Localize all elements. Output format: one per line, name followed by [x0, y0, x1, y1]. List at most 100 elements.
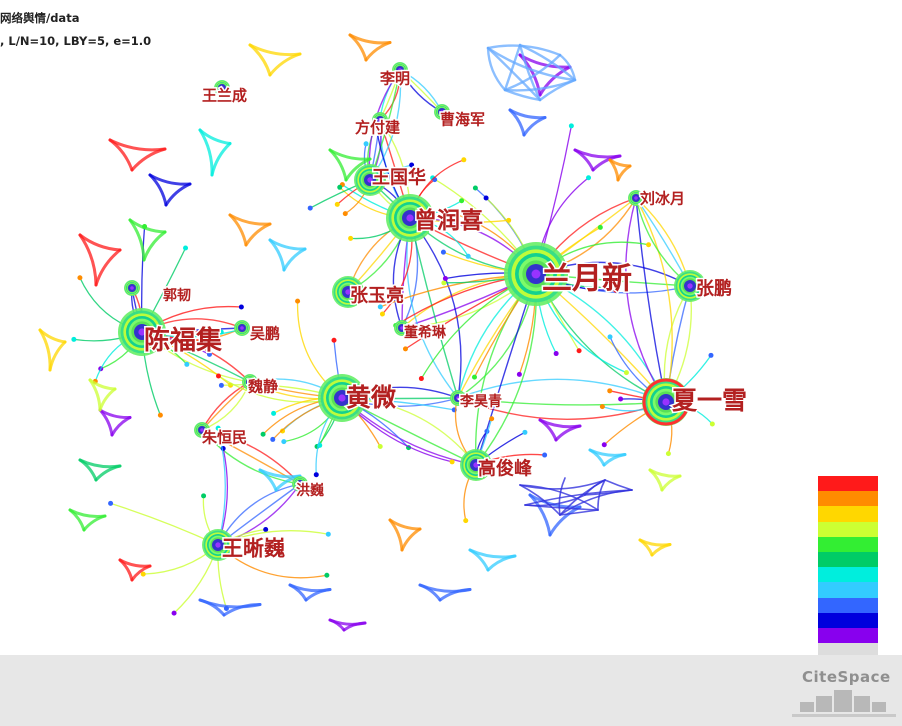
minor-node [218, 382, 224, 388]
coauthor-link [406, 217, 459, 399]
legend-swatch [818, 521, 878, 537]
coauthor-link [588, 448, 606, 467]
author-label[interactable]: 陈福集 [143, 324, 225, 358]
minor-node [447, 209, 453, 215]
coauthor-link [524, 494, 586, 507]
node-core-inner [440, 110, 444, 114]
coauthor-link [78, 233, 98, 287]
minor-node [576, 348, 582, 354]
coauthor-link [248, 43, 272, 77]
author-label[interactable]: 张玉亮 [349, 283, 406, 308]
coauthor-link [503, 53, 562, 92]
minor-node [171, 610, 177, 616]
node-core-inner [138, 328, 146, 336]
author-label[interactable]: 王国华 [371, 165, 428, 190]
author-label[interactable]: 刘冰月 [639, 188, 687, 209]
author-label[interactable]: 方付建 [354, 117, 403, 138]
coauthor-link [110, 416, 132, 437]
author-label[interactable]: 曾润喜 [413, 206, 485, 236]
coauthor-link [409, 217, 462, 399]
coauthor-link [328, 618, 346, 632]
author-label[interactable]: 朱恒民 [201, 427, 249, 448]
coauthor-link [604, 479, 633, 491]
coauthor-link [648, 468, 664, 492]
coauthor-link [68, 508, 86, 532]
minor-node [206, 351, 212, 357]
coauthor-link [288, 583, 308, 602]
node-core-inner [240, 326, 244, 330]
coauthor-link [486, 554, 517, 572]
coauthor-link [210, 142, 232, 177]
minor-node [607, 388, 613, 394]
minor-node [184, 361, 190, 367]
minor-node [418, 376, 424, 382]
coauthor-link [584, 489, 633, 496]
coauthor-link [616, 164, 632, 182]
author-label[interactable]: 洪巍 [295, 480, 326, 500]
minor-node [709, 421, 715, 427]
minor-node [646, 242, 652, 248]
coauthor-link [625, 197, 667, 403]
legend-swatch [818, 643, 878, 659]
minor-node [506, 217, 512, 223]
author-label[interactable]: 王晰巍 [221, 535, 287, 562]
minor-node [586, 175, 592, 181]
node-core-inner [130, 286, 134, 290]
minor-node [459, 198, 465, 204]
minor-node [568, 123, 574, 129]
coauthor-link [201, 429, 301, 485]
minor-node [281, 439, 287, 445]
coauthor-link [244, 222, 272, 247]
node-core-inner [378, 118, 382, 122]
coauthor-link [602, 453, 627, 467]
minor-node [607, 334, 613, 340]
minor-node [238, 304, 244, 310]
minor-node [463, 518, 469, 524]
coauthor-link [635, 197, 667, 403]
author-label[interactable]: 夏一雪 [671, 384, 749, 416]
minor-node [708, 352, 714, 358]
minor-node [331, 337, 337, 343]
coauthor-link [457, 397, 667, 406]
author-label[interactable]: 张鹏 [695, 276, 734, 301]
author-label[interactable]: 董希琳 [403, 322, 449, 342]
author-label[interactable]: 王兰成 [201, 85, 249, 106]
minor-node [377, 304, 383, 310]
minor-node [553, 351, 559, 357]
legend-swatch [818, 551, 878, 568]
node-core-inner [338, 394, 346, 402]
coauthor-link [522, 116, 547, 137]
author-label[interactable]: 兰月新 [541, 260, 634, 298]
coauthor-link [88, 378, 102, 412]
coauthor-link [109, 502, 219, 546]
legend-swatch [818, 597, 878, 613]
coauthor-link [228, 213, 248, 247]
author-label[interactable]: 吴鹏 [249, 323, 282, 344]
author-label[interactable]: 黄微 [345, 381, 398, 413]
legend-swatch [818, 627, 878, 644]
coauthor-link [438, 588, 472, 602]
minor-node [409, 162, 415, 168]
node-core-inner [200, 428, 204, 432]
coauthor-link [418, 583, 442, 602]
author-label[interactable]: 郭韧 [162, 285, 193, 305]
author-label[interactable]: 李昊青 [458, 391, 504, 411]
minor-node [342, 211, 348, 217]
minor-node [665, 451, 671, 457]
coauthor-link [486, 46, 577, 82]
coauthor-link [518, 43, 542, 102]
coauthor-link [198, 128, 214, 177]
author-label[interactable]: 曹海军 [439, 109, 487, 130]
coauthor-link [142, 230, 167, 262]
coauthor-link [519, 484, 561, 516]
author-label[interactable]: 李明 [378, 68, 412, 89]
coauthor-link [400, 527, 422, 552]
author-label[interactable]: 魏静 [246, 376, 280, 397]
coauthor-link [94, 464, 122, 482]
author-label[interactable]: 高俊峰 [477, 456, 535, 481]
coauthor-link [78, 458, 98, 482]
coauthor-link [573, 148, 595, 172]
coauthor-link [98, 387, 117, 412]
minor-node [280, 428, 286, 434]
coauthor-link [38, 328, 52, 372]
